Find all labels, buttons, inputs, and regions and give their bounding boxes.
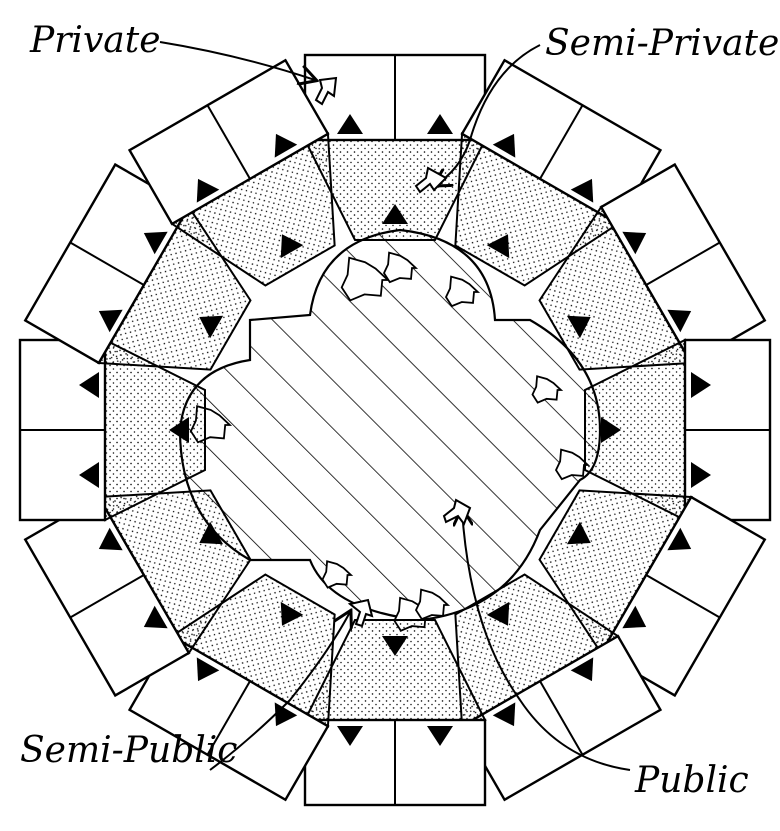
label-private: Private [29,20,161,61]
label-public: Public [634,760,749,801]
label-semi-private: Semi-Private [545,23,779,64]
label-semi-public: Semi-Public [20,730,237,771]
